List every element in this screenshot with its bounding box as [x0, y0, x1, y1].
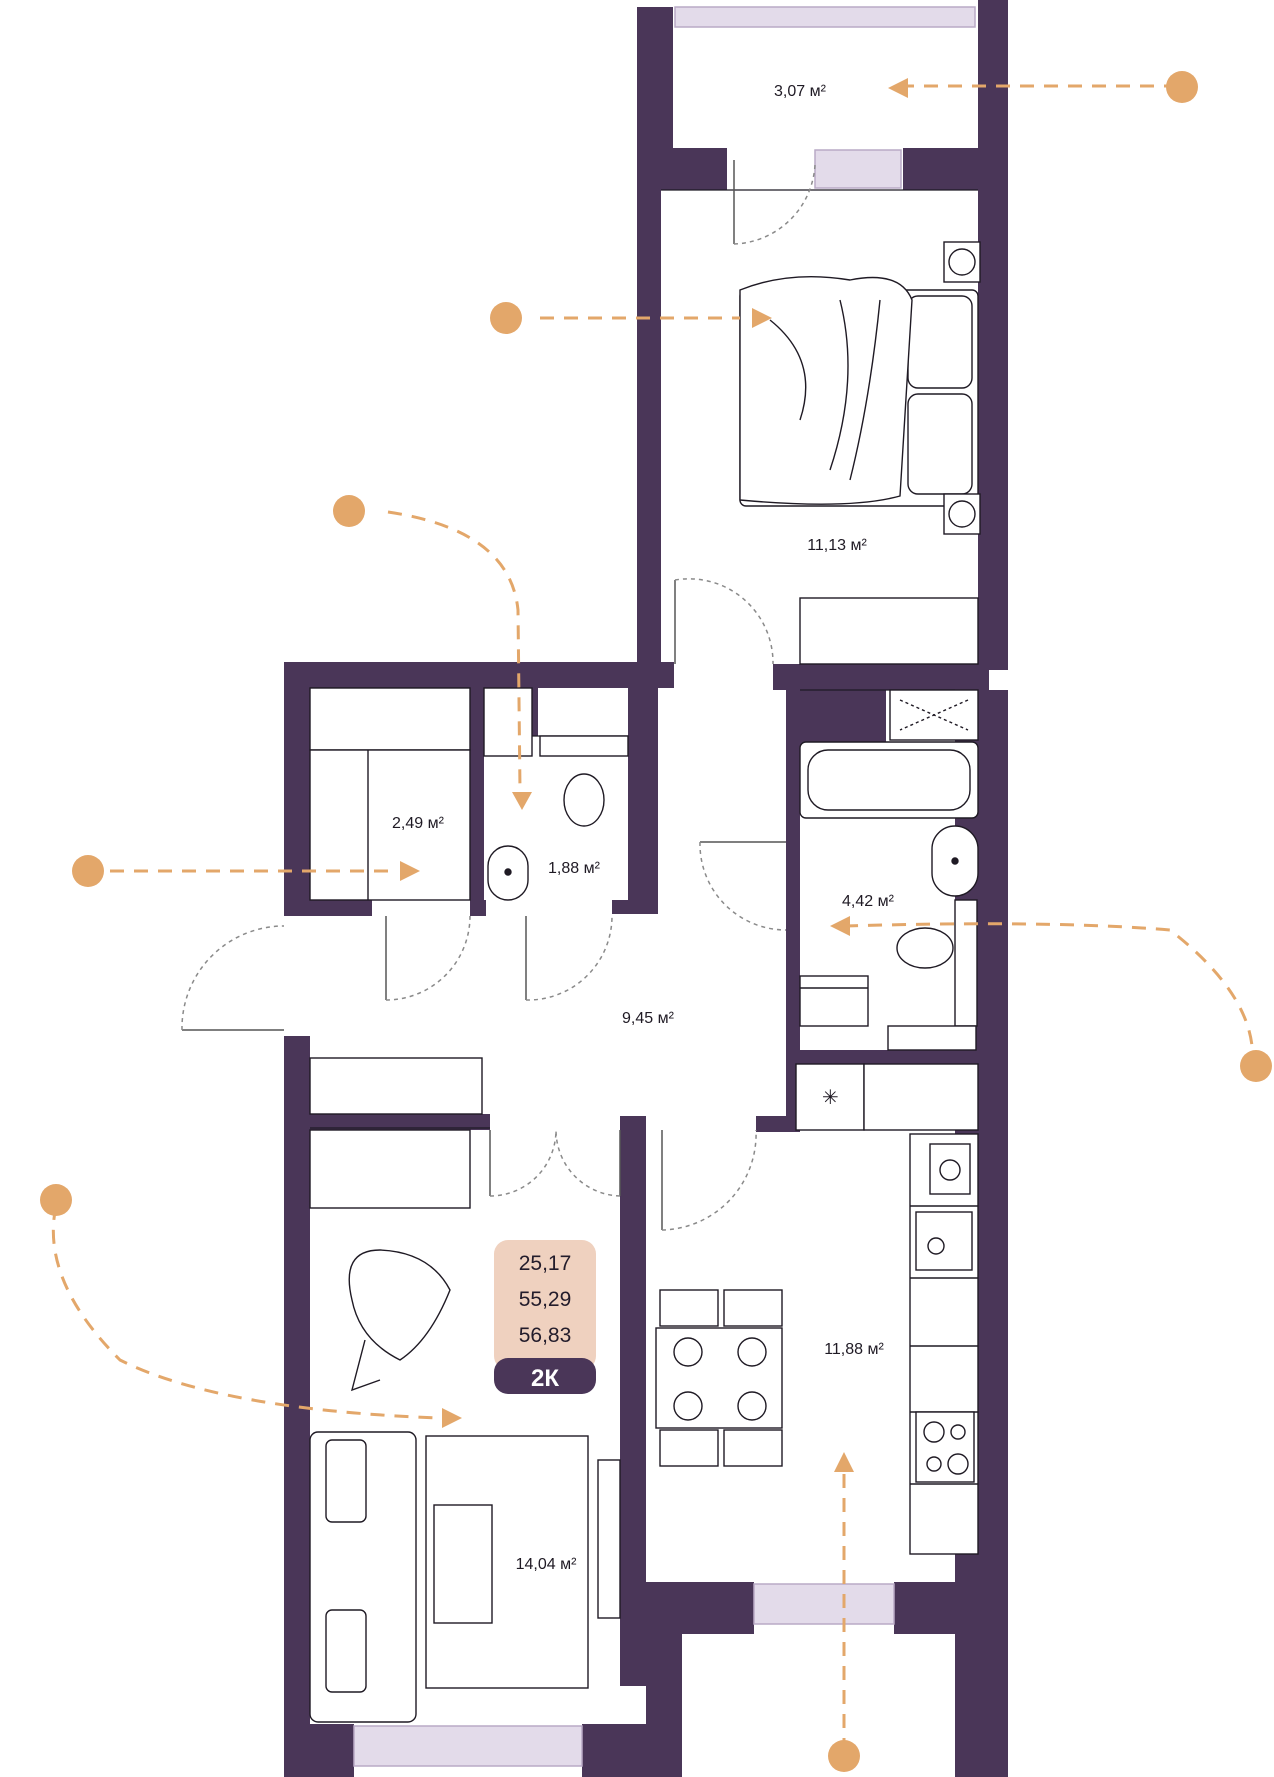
window-bedroom — [814, 149, 902, 189]
window-balcony — [674, 6, 976, 28]
washing-machine-icon — [799, 975, 977, 1051]
toilet-icon — [896, 899, 978, 1027]
hall-area: 9,45 м² — [622, 1010, 675, 1027]
rug-icon — [425, 1435, 589, 1689]
walls — [284, 0, 1008, 1777]
dining-table-icon — [655, 1289, 783, 1467]
wardrobe-icon — [309, 597, 979, 1209]
leaders — [51, 84, 1255, 1752]
living-area-value: 25,17 — [519, 1252, 572, 1275]
leader-dots — [40, 71, 1272, 1772]
leader-arrows — [400, 78, 908, 1472]
shower-icon — [889, 689, 979, 741]
cooktop-icon — [929, 1143, 971, 1195]
room-labels: 3,07 м² 11,13 м² 2,49 м² 1,88 м² 4,42 м²… — [392, 83, 895, 1573]
fridge-icon: ✳ — [795, 1063, 979, 1131]
window-kitchen — [753, 1583, 895, 1625]
storage-area: 2,49 м² — [392, 815, 445, 832]
doors — [181, 160, 816, 1231]
sink-icon — [487, 845, 529, 901]
bathtub-icon — [799, 741, 979, 819]
toilet-area: 1,88 м² — [548, 860, 601, 877]
sofa-icon — [309, 1431, 417, 1723]
sink-icon — [931, 825, 979, 897]
kitchen-area: 11,88 м² — [824, 1341, 884, 1358]
living-area: 14,04 м² — [516, 1556, 577, 1573]
apartment-type: 2К — [531, 1365, 559, 1392]
kitchen-counter — [909, 1133, 979, 1555]
bedroom-area: 11,13 м² — [807, 537, 867, 554]
svg-text:✳: ✳ — [822, 1085, 839, 1109]
kitchen-sink-icon — [915, 1211, 973, 1271]
bathroom-area: 4,42 м² — [842, 893, 895, 910]
bed-icon — [739, 275, 979, 507]
windows — [353, 6, 976, 1767]
total-area-value: 55,29 — [519, 1288, 572, 1311]
balcony-area: 3,07 м² — [774, 83, 827, 100]
toilet-icon — [483, 687, 629, 827]
window-living — [353, 1725, 583, 1767]
armchair-icon — [348, 1249, 451, 1392]
stove-icon — [915, 1411, 975, 1483]
nightstand-icon — [943, 241, 981, 535]
total-area-with-balcony-value: 56,83 — [519, 1324, 572, 1347]
summary-badge: 25,17 55,29 56,83 2К — [494, 1240, 596, 1394]
tv-stand-icon — [597, 1459, 621, 1619]
